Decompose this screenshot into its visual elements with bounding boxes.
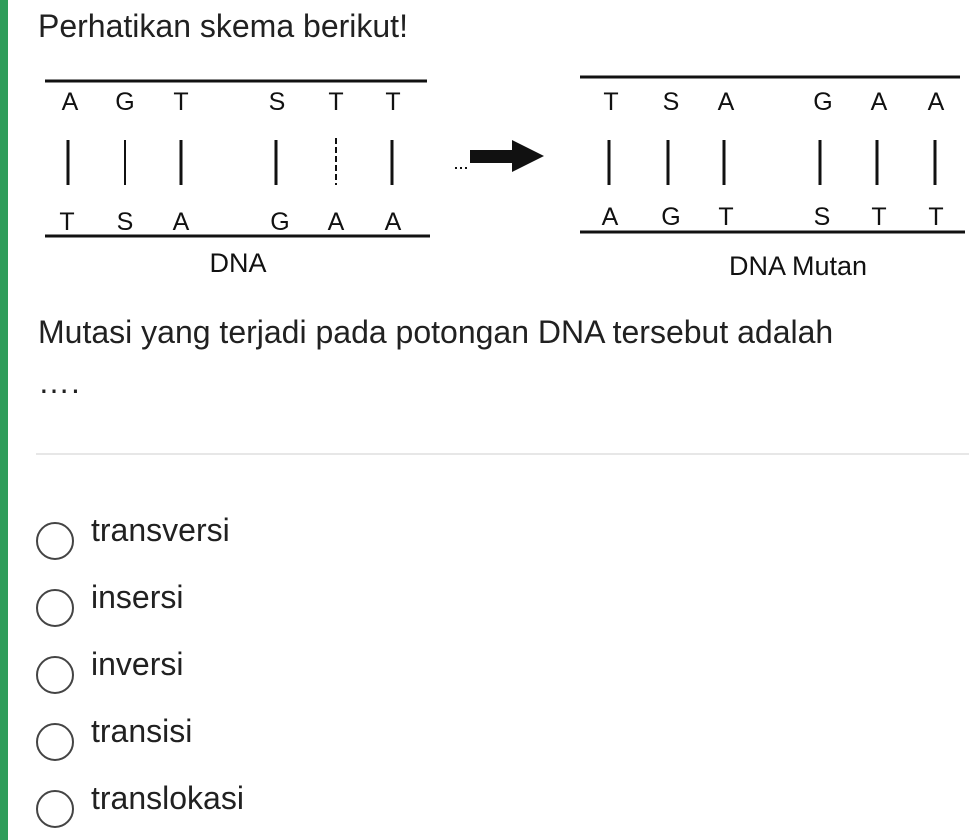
radio-button[interactable] bbox=[36, 723, 74, 761]
dna-caption: DNA Mutan bbox=[729, 251, 867, 281]
question-ellipsis: …. bbox=[38, 364, 81, 400]
hydrogen-bonds bbox=[607, 140, 937, 185]
question-text: Mutasi yang terjadi pada potongan DNA te… bbox=[38, 314, 834, 350]
base-letter: A bbox=[385, 208, 402, 236]
base-letter: A bbox=[328, 208, 345, 236]
base-letter: T bbox=[718, 203, 733, 231]
radio-button[interactable] bbox=[36, 589, 74, 627]
base-letter: T bbox=[871, 203, 886, 231]
base-letter: S bbox=[269, 88, 286, 116]
base-letter: A bbox=[173, 208, 190, 236]
base-letter: A bbox=[928, 88, 945, 116]
dna-caption: DNA bbox=[209, 248, 266, 278]
dna-original: A G T S T T T S A G A A DNA bbox=[45, 79, 430, 278]
base-letter: T bbox=[603, 88, 618, 116]
divider bbox=[36, 453, 969, 455]
hydrogen-bonds bbox=[66, 138, 394, 185]
option-label[interactable]: transisi bbox=[91, 713, 193, 749]
radio-button[interactable] bbox=[36, 790, 74, 828]
base-letter: T bbox=[385, 88, 400, 116]
dna-diagram: A G T S T T T S A G A A DNA bbox=[0, 60, 969, 300]
question-title: Perhatikan skema berikut! bbox=[38, 8, 408, 44]
option-label[interactable]: transversi bbox=[91, 512, 230, 548]
base-letter: S bbox=[663, 88, 680, 116]
base-letter: G bbox=[661, 203, 680, 231]
base-letter: T bbox=[328, 88, 343, 116]
base-letter: A bbox=[718, 88, 735, 116]
base-letter: A bbox=[62, 88, 79, 116]
option-label[interactable]: insersi bbox=[91, 579, 184, 615]
base-letter: A bbox=[871, 88, 888, 116]
base-letter: T bbox=[59, 208, 74, 236]
base-letter: A bbox=[602, 203, 619, 231]
radio-button[interactable] bbox=[36, 656, 74, 694]
radio-button[interactable] bbox=[36, 522, 74, 560]
base-letter: G bbox=[270, 208, 289, 236]
option-label[interactable]: translokasi bbox=[91, 780, 244, 816]
base-letter: T bbox=[173, 88, 188, 116]
accent-bar bbox=[0, 0, 8, 840]
right-arrow-icon bbox=[455, 140, 544, 172]
dna-mutant: T S A G A A A G T S T T DNA Mutan bbox=[580, 75, 965, 281]
base-letter: S bbox=[117, 208, 134, 236]
base-letter: S bbox=[814, 203, 831, 231]
option-label[interactable]: inversi bbox=[91, 646, 184, 682]
base-letter: G bbox=[813, 88, 832, 116]
base-letter: G bbox=[115, 88, 134, 116]
base-letter: T bbox=[928, 203, 943, 231]
